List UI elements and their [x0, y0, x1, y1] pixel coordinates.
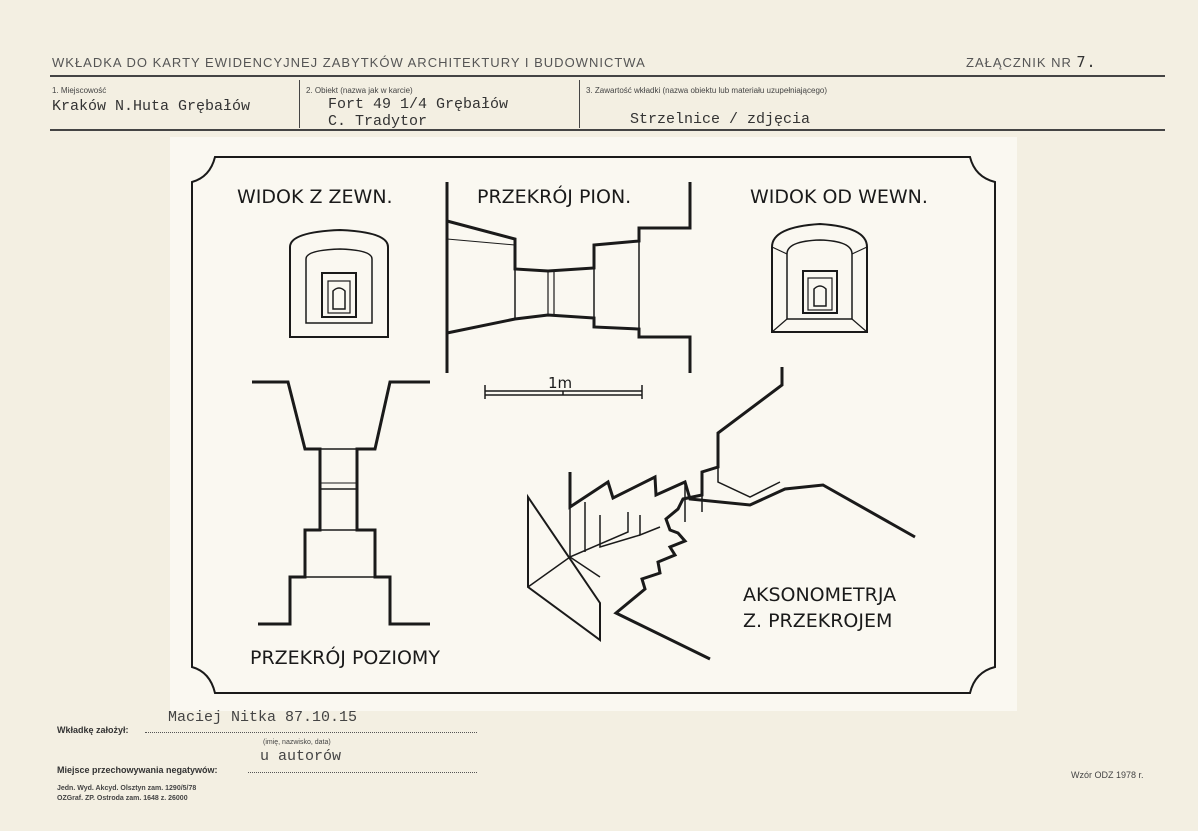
pattern-label: Wzór ODZ 1978 r. — [1071, 770, 1144, 780]
card-title: WKŁADKA DO KARTY EWIDENCYJNEJ ZABYTKÓW A… — [52, 55, 646, 70]
drawing-photo: WIDOK Z ZEWN. PRZEKRÓJ PION. WIDOK OD WE… — [170, 137, 1017, 711]
founded-value: Maciej Nitka 87.10.15 — [168, 709, 358, 726]
field-separator-2 — [579, 80, 580, 128]
founded-hint: (imię, nazwisko, data) — [263, 739, 331, 746]
negatives-value: u autorów — [260, 748, 342, 765]
axonometry-detail-lines — [527, 433, 781, 588]
content-label: 3. Zawartość wkładki (nazwa obiektu lub … — [586, 86, 828, 95]
object-line-1: Fort 49 1/4 Grębałów — [328, 96, 509, 113]
object-label: 2. Obiekt (nazwa jak w karcie) — [306, 86, 413, 95]
annex-label-text: ZAŁĄCZNIK NR — [966, 55, 1072, 70]
founded-dotted-line — [145, 732, 477, 733]
horizontal-section-label: PRZEKRÓJ POZIOMY — [250, 645, 440, 669]
location-label: 1. Miejscowość — [52, 86, 107, 95]
negatives-label: Miejsce przechowywania negatywów: — [57, 765, 218, 775]
inside-view-drawing — [771, 222, 868, 333]
outside-view-label: WIDOK Z ZEWN. — [237, 186, 393, 208]
scale-bar — [484, 385, 643, 399]
vertical-section-label: PRZEKRÓJ PION. — [477, 184, 631, 208]
axonometry-label-line-1: AKSONOMETRJA — [743, 584, 896, 606]
printer-line-1: Jedn. Wyd. Akcyd. Olsztyn zam. 1290/5/78 — [57, 785, 197, 792]
axonometry-drawing — [527, 367, 916, 661]
scale-label: 1m — [548, 374, 572, 392]
annex-label: ZAŁĄCZNIK NR 7. — [966, 53, 1097, 71]
founded-label: Wkładkę założył: — [57, 725, 129, 735]
drawing-border — [191, 156, 996, 694]
location-value: Kraków N.Huta Grębałów — [52, 98, 251, 115]
field-separator-1 — [299, 80, 300, 128]
negatives-dotted-line — [248, 772, 477, 773]
vertical-section-drawing — [445, 182, 692, 373]
annex-number: 7. — [1076, 53, 1097, 71]
axonometry-label-line-2: Z. PRZEKROJEM — [743, 610, 892, 632]
object-line-2: C. Tradytor — [328, 113, 428, 130]
inside-view-label: WIDOK OD WEWN. — [750, 186, 928, 208]
architectural-drawing: WIDOK Z ZEWN. PRZEKRÓJ PION. WIDOK OD WE… — [191, 156, 996, 694]
content-value: Strzelnice / zdjęcia — [630, 111, 811, 128]
printer-line-2: OZGraf. ZP. Ostroda zam. 1648 z. 26000 — [57, 795, 188, 802]
outside-view-drawing — [289, 228, 389, 338]
header-rule-top — [50, 75, 1165, 77]
horizontal-section-drawing — [252, 380, 430, 626]
header-rule-bottom — [50, 129, 1165, 131]
